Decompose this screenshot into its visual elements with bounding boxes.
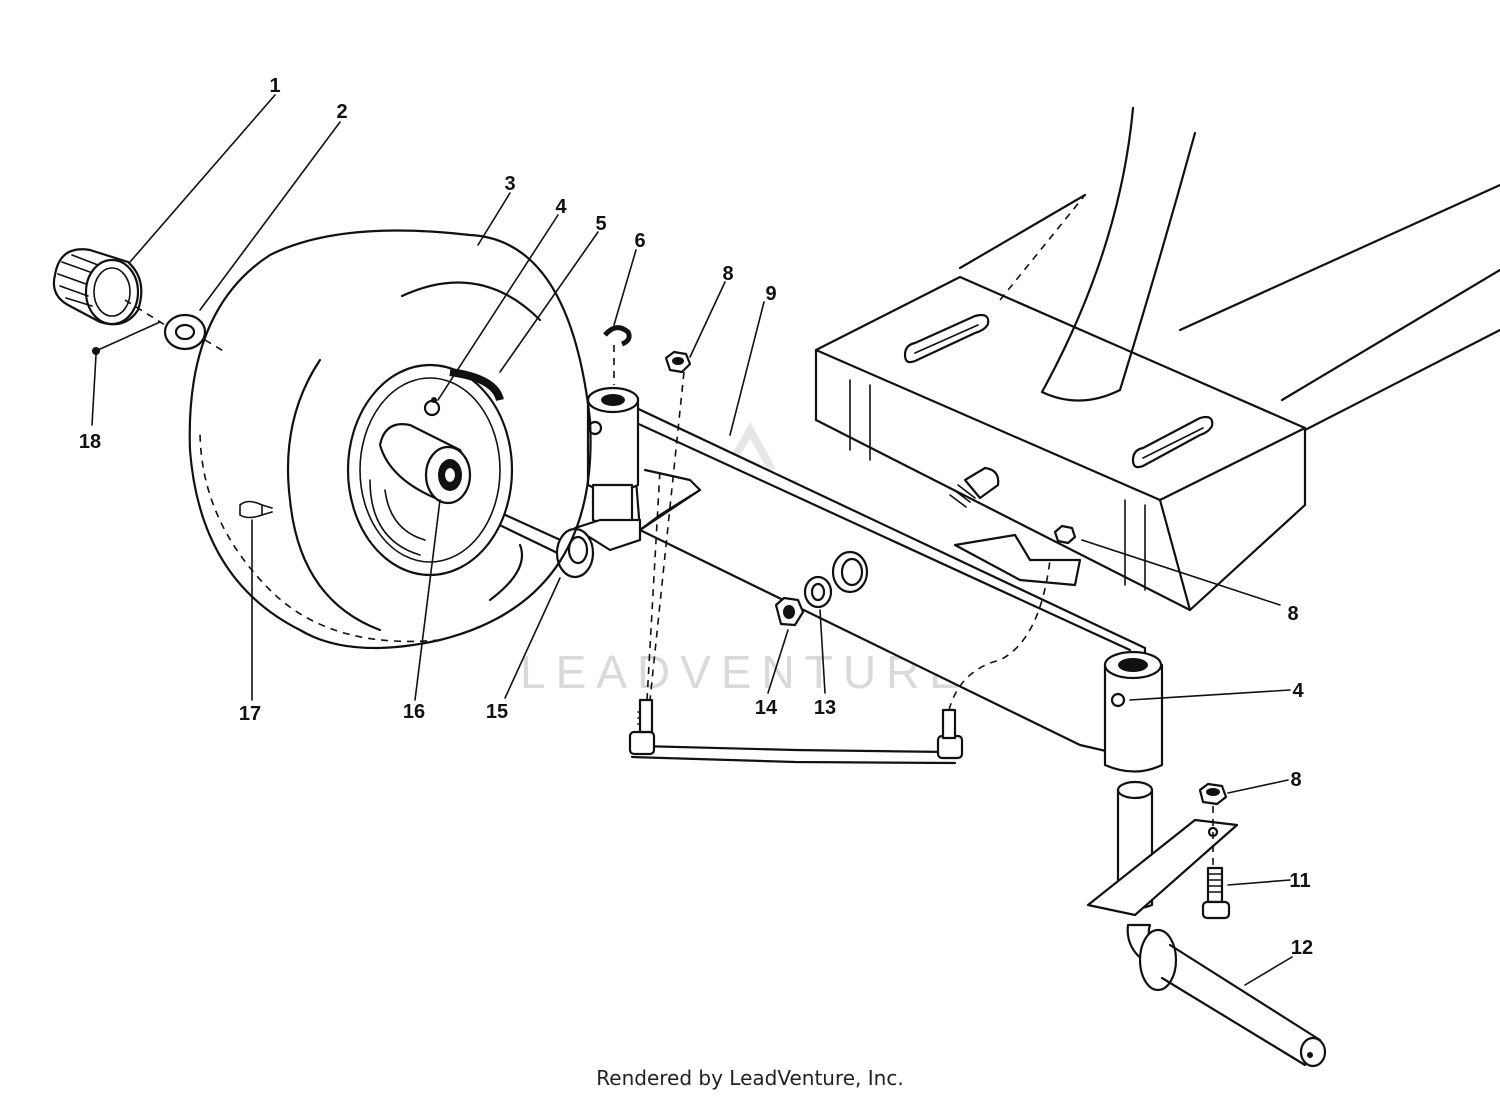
callout-2: 2: [336, 101, 347, 123]
callout-15: 15: [486, 701, 508, 723]
leader-lines: [91, 94, 1293, 986]
watermark-text: LEADVENTURE: [520, 646, 970, 698]
right-spindle: [1086, 650, 1327, 1068]
callout-4-upper: 4: [555, 196, 567, 218]
callout-4-lower: 4: [1292, 680, 1304, 702]
callout-18: 18: [79, 431, 101, 453]
small-hardware: [603, 325, 1228, 866]
callout-3: 3: [504, 173, 515, 195]
callout-14: 14: [755, 697, 778, 719]
callout-16: 16: [403, 701, 425, 723]
mower-frame: [814, 106, 1500, 612]
callout-5: 5: [595, 213, 606, 235]
callout-1: 1: [269, 75, 280, 97]
callout-12: 12: [1291, 937, 1313, 959]
callout-9: 9: [765, 283, 776, 305]
callout-13: 13: [814, 697, 836, 719]
callout-8-lower: 8: [1290, 769, 1301, 791]
callout-8-upper: 8: [722, 263, 733, 285]
wheel-assembly: [188, 229, 592, 650]
wheel-cap-parts: [52, 248, 226, 355]
footer-credit: Rendered by LeadVenture, Inc.: [596, 1066, 904, 1090]
callout-8-right: 8: [1287, 603, 1298, 625]
tie-rod: [628, 469, 1051, 765]
callout-17: 17: [239, 703, 261, 725]
callout-6: 6: [634, 230, 645, 252]
callout-11: 11: [1289, 870, 1310, 892]
callout-numbers: 1 2 3 4 5 6 8 9 18 8 4 17 16 15 14 13 8 …: [79, 75, 1313, 959]
